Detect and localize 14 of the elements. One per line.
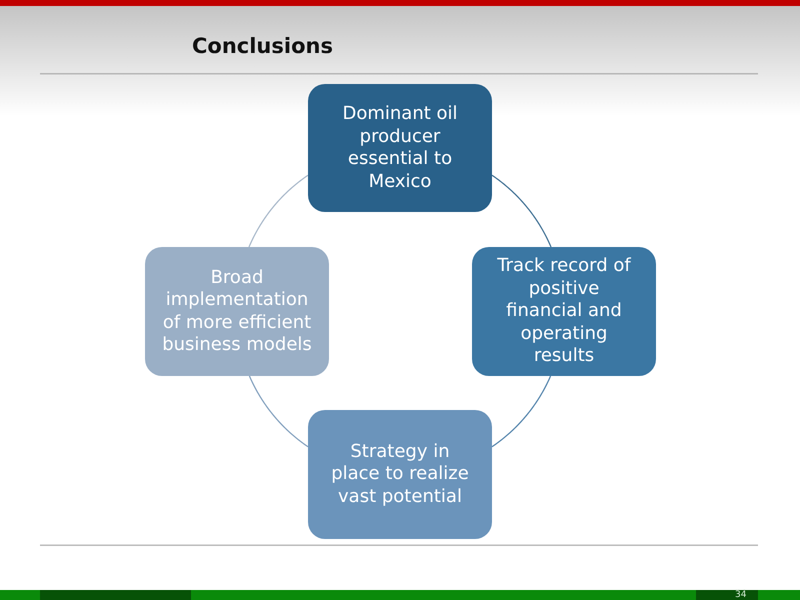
node-text: Track record of positive financial and operating results xyxy=(496,255,632,368)
node-text: Dominant oil producer essential to Mexico xyxy=(341,103,459,193)
node-text: Broad implementation of more efficient business models xyxy=(161,266,313,356)
process-box xyxy=(472,247,656,376)
connector-arc xyxy=(492,174,552,248)
process-box xyxy=(145,247,329,376)
page-number: 34 xyxy=(735,590,746,600)
slide-title: Conclusions xyxy=(192,33,333,59)
node-text: Strategy in place to realize vast potential xyxy=(330,440,470,508)
process-box xyxy=(308,84,492,212)
connector-arc xyxy=(248,376,308,448)
connector-arc xyxy=(492,376,552,448)
connector-arc xyxy=(248,174,308,248)
process-box xyxy=(308,410,492,539)
